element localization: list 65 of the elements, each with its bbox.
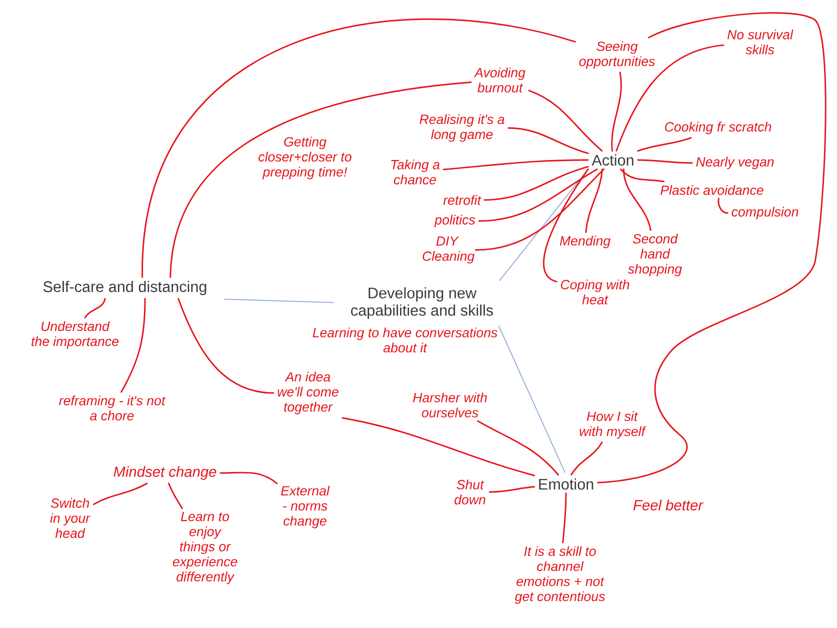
note-text: Switch in your head: [50, 498, 90, 538]
topic-text: Action: [592, 154, 634, 166]
branch-line: [542, 168, 589, 282]
topic-text: Developing new capabilities and skills: [351, 287, 493, 319]
branch-line: [562, 492, 567, 544]
branch-line: [178, 298, 274, 394]
branch-line: [478, 168, 598, 222]
branch-line: [477, 420, 559, 476]
note-text: Cooking fr scratch: [665, 122, 772, 134]
branch-line: [499, 170, 587, 281]
branch-line: [616, 44, 724, 152]
branch-line: [224, 298, 334, 304]
note-text: No survival skills: [727, 30, 794, 54]
note-text: How I sit with myself: [580, 411, 646, 439]
note-text: Mindset change: [114, 466, 216, 480]
branch-line: [220, 472, 278, 484]
note-text: Mending: [560, 236, 610, 248]
note-text: Avoiding burnout: [474, 68, 526, 92]
branch-line: [84, 298, 106, 318]
branch-line: [585, 168, 604, 233]
note-text: An idea we'll come together: [278, 372, 338, 414]
note-text: Seeing opportunities: [579, 41, 655, 69]
branch-line: [168, 482, 183, 510]
note-text: Nearly vegan: [696, 156, 774, 170]
note-text: Getting closer+closer to prepping time!: [258, 136, 352, 180]
note-text: Taking a chance: [391, 160, 440, 184]
note-text: Learn to enjoy things or experience differently: [172, 512, 238, 584]
branch-line: [120, 298, 146, 393]
branch-line: [597, 12, 826, 484]
branch-line: [498, 326, 566, 473]
note-text: Understand the importance: [32, 321, 118, 349]
note-text: Harsher with ourselves: [413, 392, 487, 418]
note-text: reframing - it's not a chore: [59, 396, 166, 420]
branch-line: [620, 168, 665, 182]
note-text: compulsion: [732, 206, 798, 220]
topic-text: Emotion: [539, 478, 594, 490]
branch-line: [508, 127, 589, 154]
branch-line: [484, 166, 589, 201]
note-text: retrofit: [443, 195, 482, 205]
branch-line: [611, 72, 622, 152]
branch-line: [528, 90, 603, 152]
branch-line: [342, 417, 536, 476]
branch-line: [142, 18, 576, 278]
note-text: politics: [434, 214, 476, 228]
branch-line: [442, 159, 589, 170]
note-text: Coping with heat: [560, 280, 630, 304]
topic-text: Self-care and distancing: [43, 280, 206, 296]
branch-line: [170, 82, 472, 278]
note-text: DIY Cleaning: [422, 236, 474, 264]
branch-line: [474, 168, 605, 251]
note-text: Second hand shopping: [628, 234, 682, 276]
note-text: Feel better: [633, 500, 704, 510]
branch-line: [718, 198, 728, 214]
branch-line: [637, 137, 692, 152]
note-text: Realising it's a long game: [420, 114, 504, 142]
branch-line: [488, 486, 536, 493]
branch-line: [92, 482, 148, 506]
note-text: It is a skill to channel emotions + not get contentious: [514, 546, 605, 604]
branch-line: [570, 442, 603, 476]
note-text: Plastic avoidance: [660, 185, 764, 195]
note-text: Shut down: [454, 480, 486, 504]
branch-line: [637, 159, 693, 164]
note-text: External - norms change: [280, 486, 330, 528]
branch-line: [622, 168, 652, 231]
note-text: Learning to have conversations about it: [312, 328, 498, 352]
